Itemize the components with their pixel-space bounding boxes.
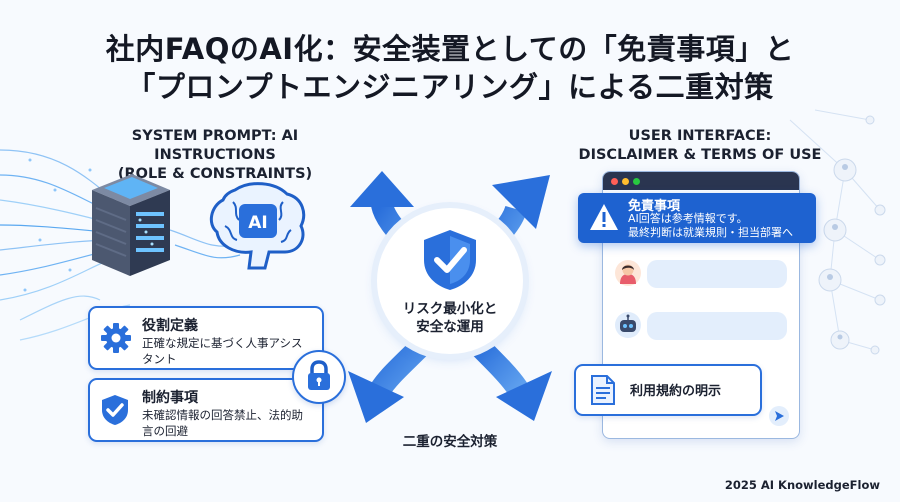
window-minimize-dot[interactable] bbox=[622, 178, 629, 185]
window-close-dot[interactable] bbox=[611, 178, 618, 185]
left-heading-line-2: (ROLE & CONSTRAINTS) bbox=[117, 166, 313, 182]
arrow-head-bottom-right bbox=[496, 371, 552, 421]
role-card-title: 役割定義 bbox=[142, 318, 198, 334]
bot-avatar bbox=[615, 312, 641, 338]
shield-check-icon bbox=[424, 230, 476, 290]
chat-window-titlebar bbox=[603, 172, 799, 190]
user-message-bubble bbox=[647, 260, 787, 288]
right-heading-line-2: DISCLAIMER & TERMS OF USE bbox=[578, 147, 822, 163]
robot-icon bbox=[620, 314, 636, 332]
arrow-head-top-left bbox=[350, 171, 414, 207]
right-heading: USER INTERFACE: DISCLAIMER & TERMS OF US… bbox=[570, 127, 830, 165]
user-avatar bbox=[615, 260, 641, 286]
disclaimer-line-2: 最終判断は就業規則・担当部署へ bbox=[628, 226, 793, 239]
bottom-label: 二重の安全対策 bbox=[402, 434, 498, 450]
user-avatar-icon bbox=[620, 264, 636, 284]
arrow-head-bottom-left bbox=[348, 371, 404, 423]
center-label-line-2: 安全な運用 bbox=[416, 319, 484, 335]
left-heading: SYSTEM PROMPT: AI INSTRUCTIONS (ROLE & C… bbox=[70, 127, 360, 184]
right-heading-line-1: USER INTERFACE: bbox=[628, 128, 772, 144]
center-label: リスク最小化と 安全な運用 bbox=[377, 300, 523, 336]
role-card-body: 正確な規定に基づく人事アシスタント bbox=[142, 336, 303, 366]
terms-of-use-label: 利用規約の明示 bbox=[630, 384, 722, 399]
lock-icon bbox=[308, 360, 330, 390]
send-icon bbox=[775, 411, 784, 421]
warning-icon bbox=[590, 204, 618, 230]
bot-message-bubble bbox=[647, 312, 787, 340]
left-heading-line-1: SYSTEM PROMPT: AI INSTRUCTIONS bbox=[131, 128, 299, 163]
role-definition-card: 役割定義 正確な規定に基づく人事アシスタント bbox=[88, 306, 324, 370]
center-label-line-1: リスク最小化と bbox=[402, 301, 498, 317]
constraints-card: 制約事項 未確認情報の回答禁止、法的助言の回避 bbox=[88, 378, 324, 442]
gear-icon bbox=[101, 323, 131, 353]
lock-badge bbox=[292, 350, 346, 404]
shield-check-small-icon bbox=[102, 395, 128, 425]
disclaimer-banner: 免責事項 AI回答は参考情報です。 最終判断は就業規則・担当部署へ bbox=[578, 193, 816, 243]
terms-of-use-card[interactable]: 利用規約の明示 bbox=[574, 364, 762, 416]
constraints-card-body: 未確認情報の回答禁止、法的助言の回避 bbox=[142, 408, 303, 438]
arrow-head-top-right bbox=[492, 175, 550, 229]
window-maximize-dot[interactable] bbox=[633, 178, 640, 185]
title-line-2: 「プロンプトエンジニアリング」による二重対策 bbox=[126, 70, 774, 104]
title-line-1: 社内FAQのAI化：安全装置としての「免責事項」と bbox=[105, 32, 795, 66]
brain-ai-label: AI bbox=[248, 213, 267, 233]
disclaimer-title: 免責事項 bbox=[628, 199, 681, 214]
send-button[interactable] bbox=[769, 406, 789, 426]
brain-icon: AI bbox=[209, 182, 306, 270]
disclaimer-line-1: AI回答は参考情報です。 bbox=[628, 212, 748, 225]
arrow-bottom-left bbox=[370, 337, 430, 397]
constraints-card-title: 制約事項 bbox=[142, 390, 198, 406]
arrow-bottom-right bbox=[470, 337, 528, 396]
footer-credit: 2025 AI KnowledgeFlow bbox=[724, 478, 880, 492]
document-icon bbox=[591, 375, 615, 405]
server-icon bbox=[92, 174, 170, 276]
